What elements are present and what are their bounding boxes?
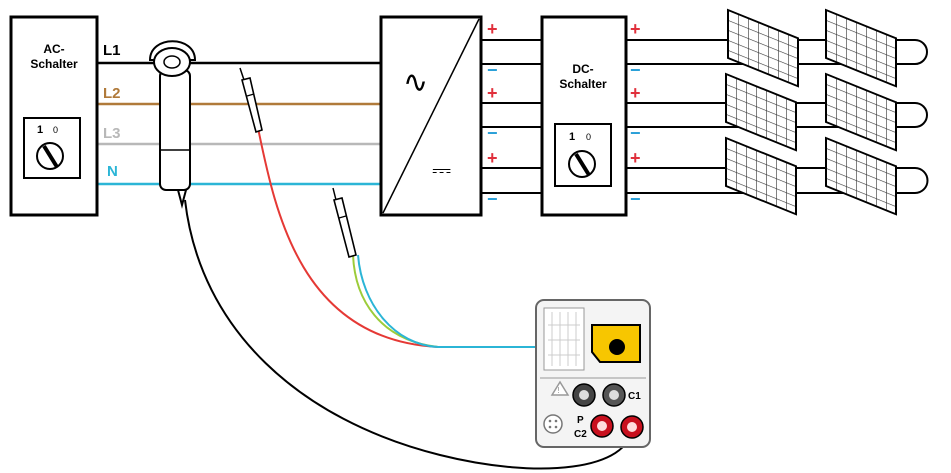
polarity-inverter: + − + − + − — [487, 19, 498, 209]
svg-text:+: + — [487, 19, 498, 39]
wire-red — [257, 127, 439, 348]
terminal-black[interactable] — [572, 383, 596, 407]
solar-panel-row-1 — [727, 8, 897, 88]
connector-icon — [543, 414, 563, 434]
svg-text:+: + — [630, 83, 641, 103]
ac-switch: AC- Schalter 1 0 — [9, 15, 99, 217]
dc-switch-title-1: DC- — [572, 62, 593, 76]
solar-panel-icon — [727, 8, 799, 88]
line-label-l2: L2 — [103, 85, 121, 102]
wire-clamp-black — [184, 199, 633, 470]
solar-panel-icon — [825, 136, 897, 216]
svg-text:−: − — [630, 123, 641, 143]
wire-green — [352, 254, 439, 348]
terminal-p-label: P — [577, 415, 584, 426]
dc-lines-inverter — [481, 39, 542, 194]
polarity-strings: + − + − + − — [630, 19, 641, 209]
current-clamp-icon[interactable] — [148, 40, 197, 209]
terminal-c1-label: C1 — [628, 391, 641, 402]
svg-text:+: + — [487, 148, 498, 168]
warning-icon: ! — [550, 380, 570, 396]
ac-switch-title-2: Schalter — [30, 57, 78, 71]
measurement-socket[interactable] — [591, 324, 641, 363]
svg-text:−: − — [487, 60, 498, 80]
wire-cyan-probe — [357, 254, 439, 348]
svg-text:−: − — [487, 189, 498, 209]
terminal-c2[interactable] — [620, 415, 644, 439]
svg-text:−: − — [630, 60, 641, 80]
ac-dial-on: 1 — [37, 124, 43, 136]
probe-l1-icon[interactable] — [239, 67, 263, 134]
dc-symbol-icon: ⎓ — [432, 156, 451, 184]
ac-symbol-icon: ∿ — [403, 65, 428, 100]
rotary-knob-icon[interactable] — [568, 150, 596, 178]
probe-n-icon[interactable] — [332, 187, 357, 258]
terminal-c1[interactable] — [602, 383, 626, 407]
solar-panel-row-2 — [725, 72, 897, 152]
dc-dial-on: 1 — [569, 131, 575, 143]
ac-dial-off: 0 — [53, 125, 58, 135]
dc-switch-title-2: Schalter — [559, 77, 607, 91]
terminal-p[interactable] — [590, 414, 614, 438]
measuring-instrument: ! C1 P C2 — [535, 299, 651, 448]
svg-text:!: ! — [557, 386, 560, 395]
svg-text:+: + — [630, 19, 641, 39]
terminal-c2-label: C2 — [574, 429, 587, 440]
dc-switch: DC- Schalter 1 0 — [540, 15, 628, 217]
ac-switch-title-1: AC- — [43, 42, 64, 56]
line-label-l1: L1 — [103, 42, 121, 59]
solar-panel-row-3 — [725, 136, 897, 216]
svg-text:+: + — [487, 83, 498, 103]
inverter: ∿ ⎓ — [379, 15, 483, 217]
solar-panel-icon — [825, 8, 897, 88]
svg-text:−: − — [487, 123, 498, 143]
solar-panel-icon — [725, 136, 797, 216]
svg-text:+: + — [630, 148, 641, 168]
dc-dial-off: 0 — [586, 132, 591, 142]
line-label-l3: L3 — [103, 125, 121, 142]
line-label-n: N — [107, 163, 118, 180]
rotary-knob-icon[interactable] — [36, 142, 64, 170]
solar-panel-icon — [725, 72, 797, 152]
dc-lines-strings — [626, 39, 929, 194]
svg-text:−: − — [630, 189, 641, 209]
solar-panel-icon — [825, 72, 897, 152]
